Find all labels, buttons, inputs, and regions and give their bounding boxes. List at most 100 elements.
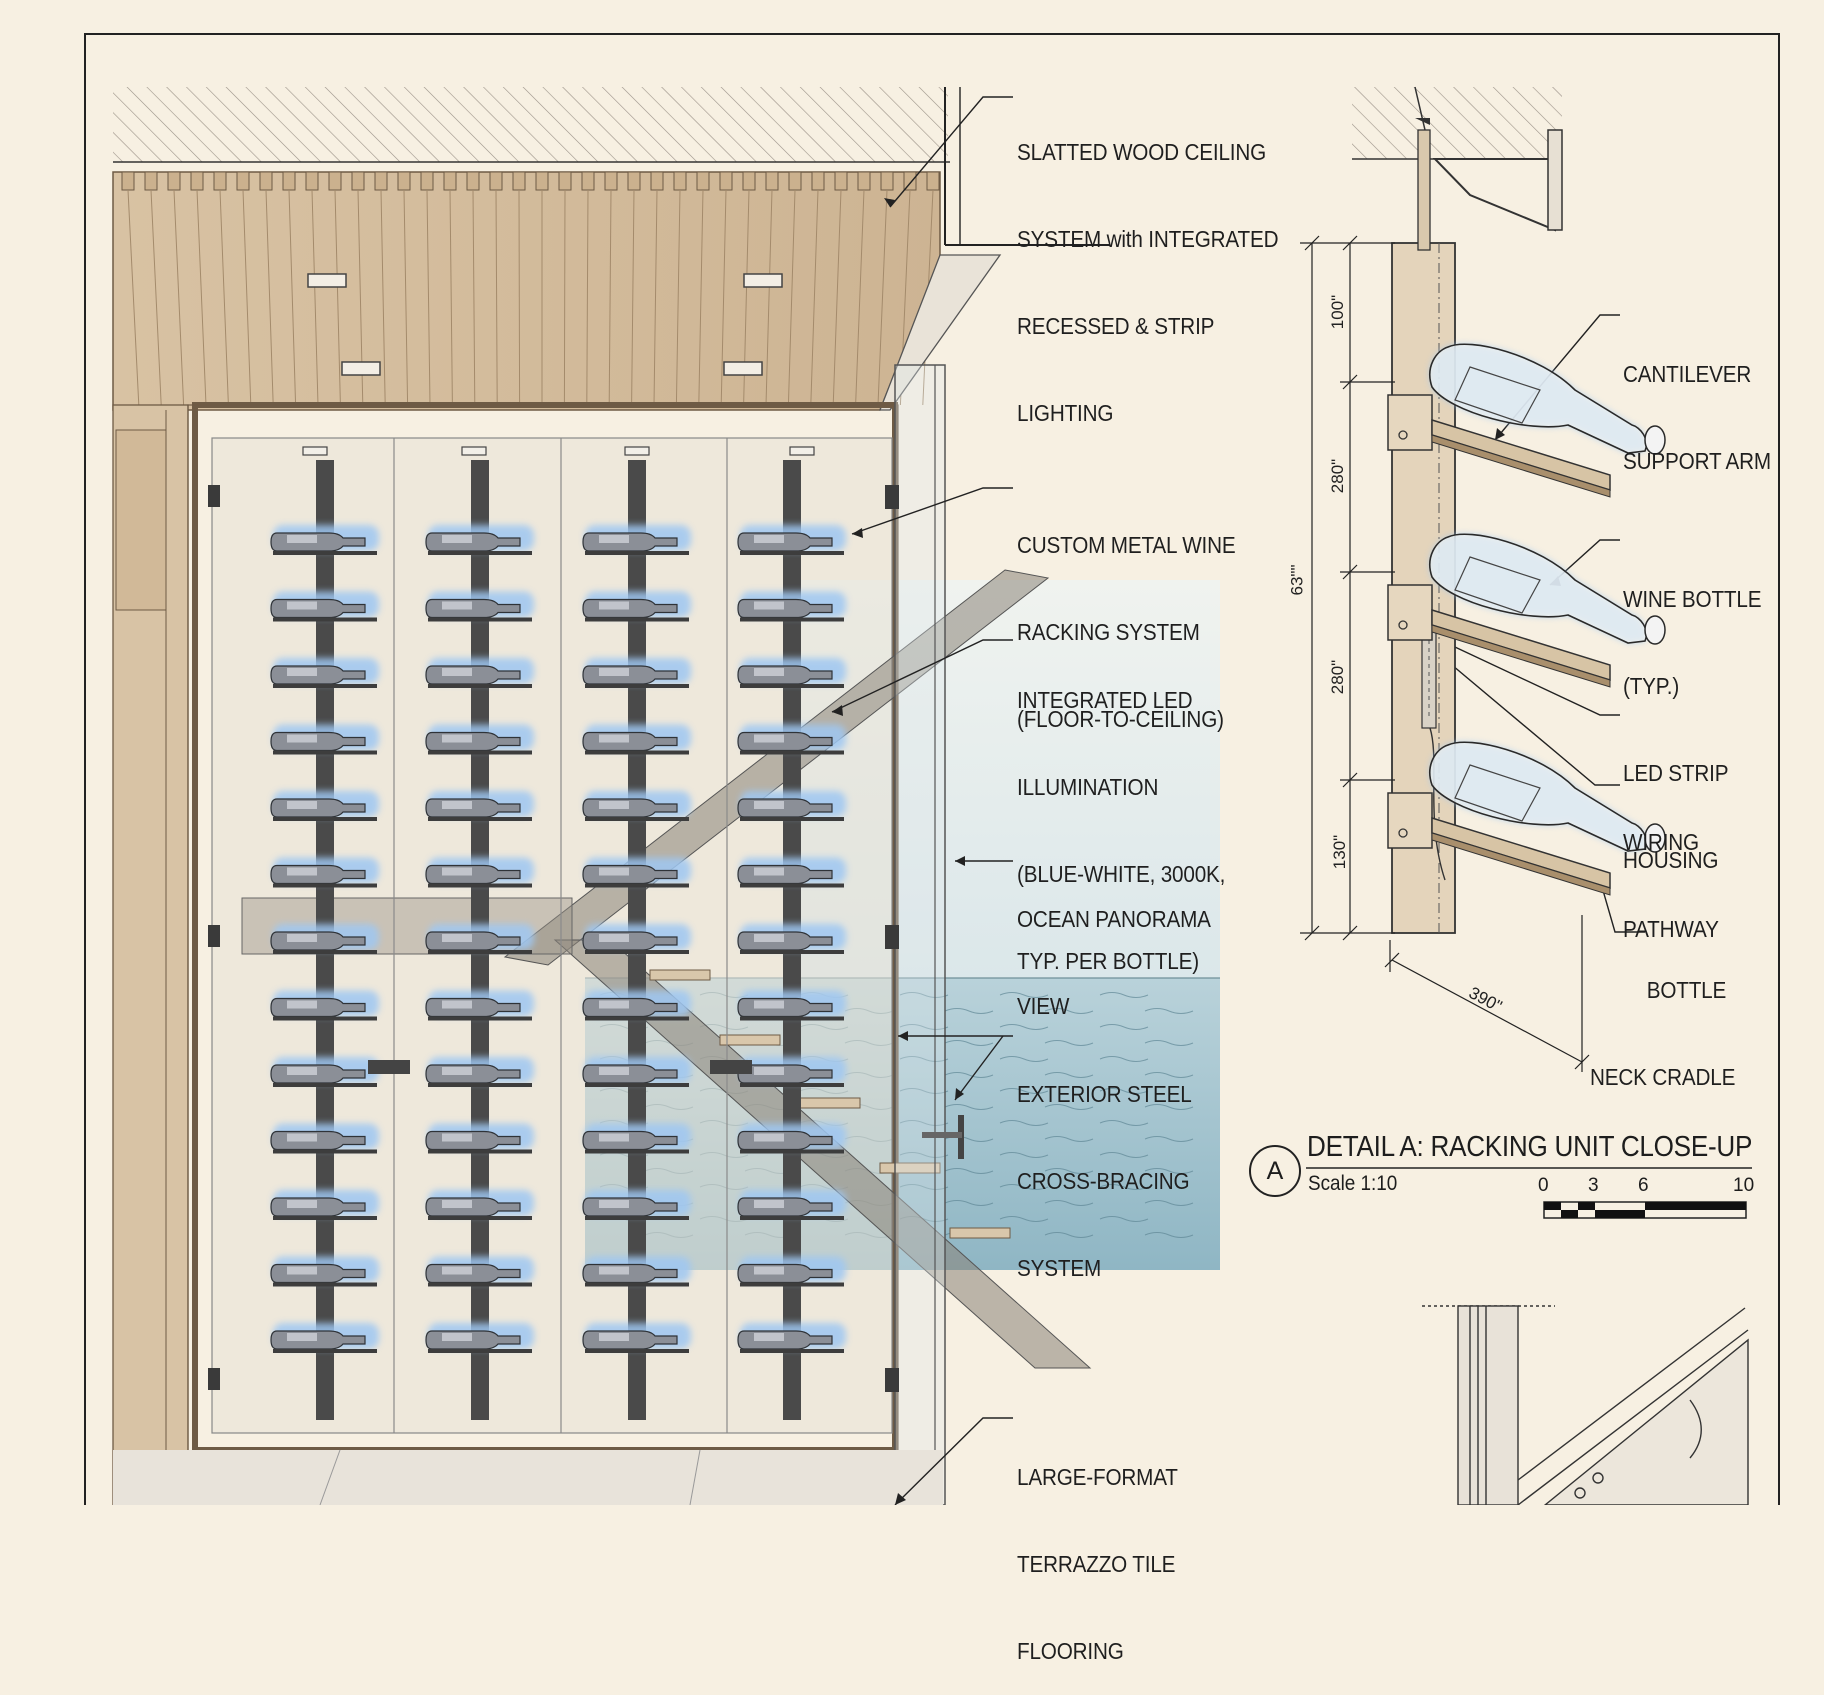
terrazzo-floor	[113, 1450, 943, 1505]
slat-line	[403, 189, 409, 406]
slat-line	[334, 189, 341, 406]
ceiling-slat	[121, 171, 135, 191]
wave	[1144, 1200, 1194, 1206]
bolt	[1398, 620, 1408, 630]
bottle-label	[599, 1266, 629, 1275]
bolt	[1398, 430, 1408, 440]
wave	[999, 1024, 1049, 1030]
rack-cradle	[428, 1349, 532, 1353]
ceiling-slat	[627, 171, 641, 191]
wave	[944, 1072, 994, 1078]
bottle-neck	[1644, 823, 1666, 853]
ceiling-slat	[650, 171, 664, 191]
slat-line	[877, 189, 888, 406]
wave	[1099, 1184, 1149, 1190]
wave	[1099, 1088, 1149, 1094]
ceiling-slat	[489, 171, 503, 191]
cantilever-arm-edge	[1431, 434, 1611, 498]
arm-block	[1387, 584, 1433, 641]
bottle-label	[599, 867, 629, 876]
wave	[1044, 1200, 1094, 1206]
ceiling-slat	[328, 171, 342, 191]
rack-cradle	[585, 1083, 689, 1087]
detail-a-drawing	[1352, 86, 1666, 934]
wave	[944, 1040, 994, 1046]
slat-line	[586, 189, 589, 406]
ceiling-slat	[167, 171, 181, 191]
wave	[999, 992, 1049, 998]
ceiling-slat	[857, 171, 871, 191]
slab-hatch	[113, 87, 948, 162]
bottle-neck	[1644, 425, 1666, 455]
detail-bottle-label	[1454, 764, 1541, 822]
detail-title: DETAIL A: RACKING UNIT CLOSE-UP	[1307, 1131, 1753, 1163]
ceiling-slat	[604, 171, 618, 191]
recessed-light	[307, 273, 347, 288]
bottle-label	[754, 1000, 784, 1009]
rack-cradle	[428, 1016, 532, 1021]
dim-upper: 280"	[1328, 458, 1348, 494]
slatted-ceiling	[112, 171, 941, 411]
rack-cradle	[585, 617, 689, 622]
dim-lower: 130"	[1330, 834, 1350, 870]
bottle-label	[599, 535, 629, 543]
rack-cradle	[273, 684, 377, 688]
slat-line	[765, 189, 773, 406]
ceiling-slat	[788, 171, 802, 191]
bottle-label	[754, 801, 784, 809]
rack-cradle	[273, 551, 377, 555]
detail-bottle-label	[1454, 556, 1541, 614]
wave	[999, 1184, 1049, 1190]
rack-cradle	[585, 1216, 689, 1220]
callout-bracing: EXTERIOR STEEL CROSS-BRACING SYSTEM	[1017, 1081, 1192, 1281]
wave	[944, 1168, 994, 1174]
rack-cradle	[585, 684, 689, 688]
bottle-label	[442, 934, 472, 942]
wave	[1099, 1120, 1149, 1126]
rack-cradle	[740, 950, 844, 954]
wave	[1044, 1104, 1094, 1110]
dim-top: 100"	[1328, 294, 1348, 330]
slat-line	[242, 189, 252, 406]
wave	[1044, 1136, 1094, 1142]
ceiling-slat	[443, 171, 457, 191]
door-handle	[710, 1060, 752, 1074]
wave	[1144, 1104, 1194, 1110]
bottle-label	[754, 734, 784, 743]
ceiling-slat	[581, 171, 595, 191]
slat-line	[787, 189, 796, 406]
bottle-label	[599, 934, 629, 942]
detail-marker: A	[1249, 1145, 1301, 1197]
ceiling-slat	[673, 171, 687, 191]
detail-bottle-label	[1454, 366, 1541, 424]
dim-overall: 63""	[1287, 564, 1307, 596]
bottle-label	[287, 1266, 317, 1275]
ceiling-slat	[351, 171, 365, 191]
wave	[944, 1104, 994, 1110]
bottle-label	[287, 1200, 317, 1208]
rack-cradle	[428, 1083, 532, 1087]
arm-block	[1387, 792, 1433, 849]
callout-ocean: OCEAN PANORAMA VIEW	[1017, 906, 1211, 1019]
bottle-label	[599, 1133, 629, 1142]
bottle-label	[754, 1200, 784, 1208]
rack-cradle	[585, 1016, 689, 1021]
architectural-drawing	[84, 33, 1780, 1505]
bottle-label	[599, 1333, 629, 1341]
rack-cradle	[740, 1282, 844, 1287]
wave	[899, 1120, 949, 1126]
scale-bar	[1306, 1167, 1752, 1219]
slat-line	[173, 189, 185, 406]
wave	[1099, 1152, 1149, 1158]
slat-line	[127, 189, 140, 406]
scale-tick: 10	[1733, 1175, 1755, 1196]
rack-cradle	[273, 750, 377, 755]
wave	[999, 1216, 1049, 1222]
bottle-label	[287, 801, 317, 809]
scale-tick: 3	[1588, 1175, 1599, 1196]
rack-cradle	[428, 817, 532, 821]
bottle-label	[442, 601, 472, 610]
ceiling-slat	[466, 171, 480, 191]
glass-return	[894, 364, 946, 1505]
rack-cradle	[740, 1016, 844, 1021]
